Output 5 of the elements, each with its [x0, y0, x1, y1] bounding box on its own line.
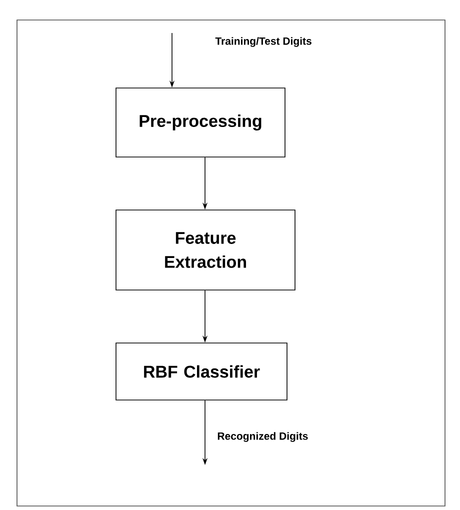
edge-label: Recognized Digits: [218, 432, 308, 442]
process-box: Feature Extraction: [116, 210, 296, 290]
process-box: RBF Classifier: [116, 342, 288, 400]
process-box: Pre-processing: [116, 88, 286, 158]
edge-label: Training/Test Digits: [215, 37, 312, 47]
